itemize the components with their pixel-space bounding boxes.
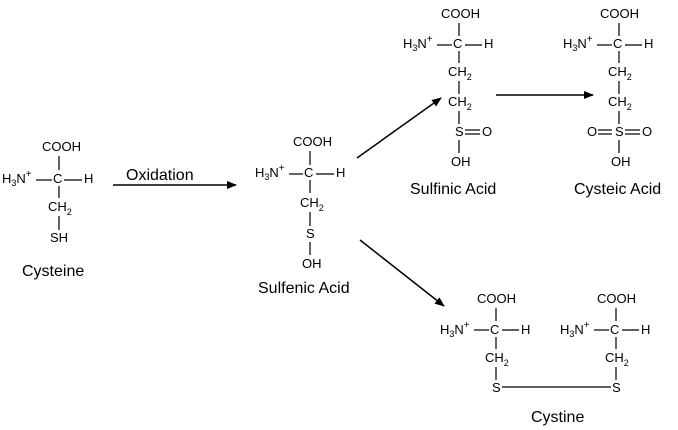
o-label: O bbox=[482, 124, 492, 139]
h-label: H bbox=[521, 322, 530, 337]
ch2-label: CH2 bbox=[448, 94, 472, 112]
sulfinic-acid-structure: COOH H3N+ C H CH2 CH2 S O OH bbox=[403, 6, 493, 169]
s-label: S bbox=[615, 124, 624, 139]
o-label: O bbox=[587, 124, 597, 139]
alpha-carbon-label: C bbox=[304, 165, 313, 180]
cooh-label: COOH bbox=[42, 139, 81, 154]
s-label: S bbox=[306, 226, 315, 241]
amine-label: H3N+ bbox=[2, 169, 32, 188]
alpha-carbon-label: C bbox=[610, 322, 619, 337]
cooh-label: COOH bbox=[477, 291, 516, 306]
cooh-label: COOH bbox=[293, 134, 332, 149]
cooh-label: COOH bbox=[597, 291, 636, 306]
ch2-label: CH2 bbox=[448, 64, 472, 82]
amine-label: H3N+ bbox=[560, 320, 590, 339]
s-label: S bbox=[612, 380, 621, 395]
cysteic-acid-structure: COOH H3N+ C H CH2 CH2 S O O OH bbox=[563, 6, 653, 169]
ch2-label: CH2 bbox=[608, 64, 632, 82]
cystine-name: Cystine bbox=[531, 409, 584, 426]
cystine-structure: COOH H3N+ C H CH2 S COOH H3N+ C H CH2 S bbox=[440, 291, 650, 395]
h-label: H bbox=[336, 165, 345, 180]
amine-label: H3N+ bbox=[440, 320, 470, 339]
oh-label: OH bbox=[302, 256, 322, 271]
amine-label: H3N+ bbox=[403, 34, 433, 53]
cooh-label: COOH bbox=[600, 6, 639, 21]
alpha-carbon-label: C bbox=[53, 171, 62, 186]
o-label: O bbox=[642, 124, 652, 139]
cooh-label: COOH bbox=[441, 6, 480, 21]
amine-label: H3N+ bbox=[563, 34, 593, 53]
ch2-label: CH2 bbox=[608, 94, 632, 112]
cysteic-acid-name: Cysteic Acid bbox=[574, 181, 661, 198]
alpha-carbon-label: C bbox=[490, 322, 499, 337]
h-label: H bbox=[644, 36, 653, 51]
s-label: S bbox=[492, 380, 501, 395]
alpha-carbon-label: C bbox=[453, 36, 462, 51]
cysteine-structure: COOH H3N+ C H CH2 SH bbox=[2, 139, 93, 245]
sulfenic-acid-structure: COOH H3N+ C H CH2 S OH bbox=[255, 134, 345, 271]
ch2-label: CH2 bbox=[48, 199, 72, 217]
s-label: S bbox=[455, 124, 464, 139]
oxidation-label: Oxidation bbox=[126, 167, 194, 184]
alpha-carbon-label: C bbox=[613, 36, 622, 51]
h-label: H bbox=[84, 171, 93, 186]
h-label: H bbox=[484, 36, 493, 51]
sulfenic-acid-name: Sulfenic Acid bbox=[258, 280, 350, 297]
ch2-label: CH2 bbox=[485, 350, 509, 368]
oh-label: OH bbox=[611, 154, 631, 169]
cysteine-name: Cysteine bbox=[22, 263, 84, 280]
ch2-label: CH2 bbox=[300, 195, 324, 213]
arrow-to-cystine bbox=[359, 239, 445, 307]
arrow-to-sulfinic bbox=[356, 97, 442, 159]
oh-label: OH bbox=[451, 154, 471, 169]
h-label: H bbox=[641, 322, 650, 337]
sh-label: SH bbox=[50, 230, 68, 245]
sulfinic-acid-name: Sulfinic Acid bbox=[410, 181, 496, 198]
ch2-label: CH2 bbox=[605, 350, 629, 368]
amine-label: H3N+ bbox=[255, 163, 285, 182]
